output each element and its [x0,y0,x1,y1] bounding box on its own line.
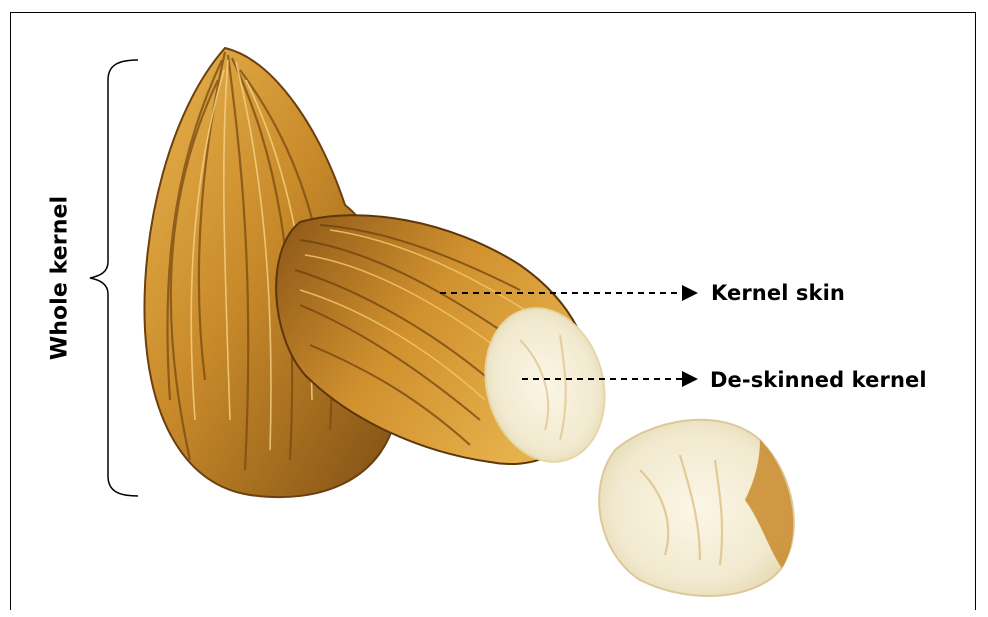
kernel-skin-label: Kernel skin [711,281,845,305]
whole-kernel-label: Whole kernel [48,196,73,360]
whole-kernel-bracket [90,60,138,496]
almond-slice [599,420,794,596]
deskinned-kernel-label: De-skinned kernel [710,368,927,392]
